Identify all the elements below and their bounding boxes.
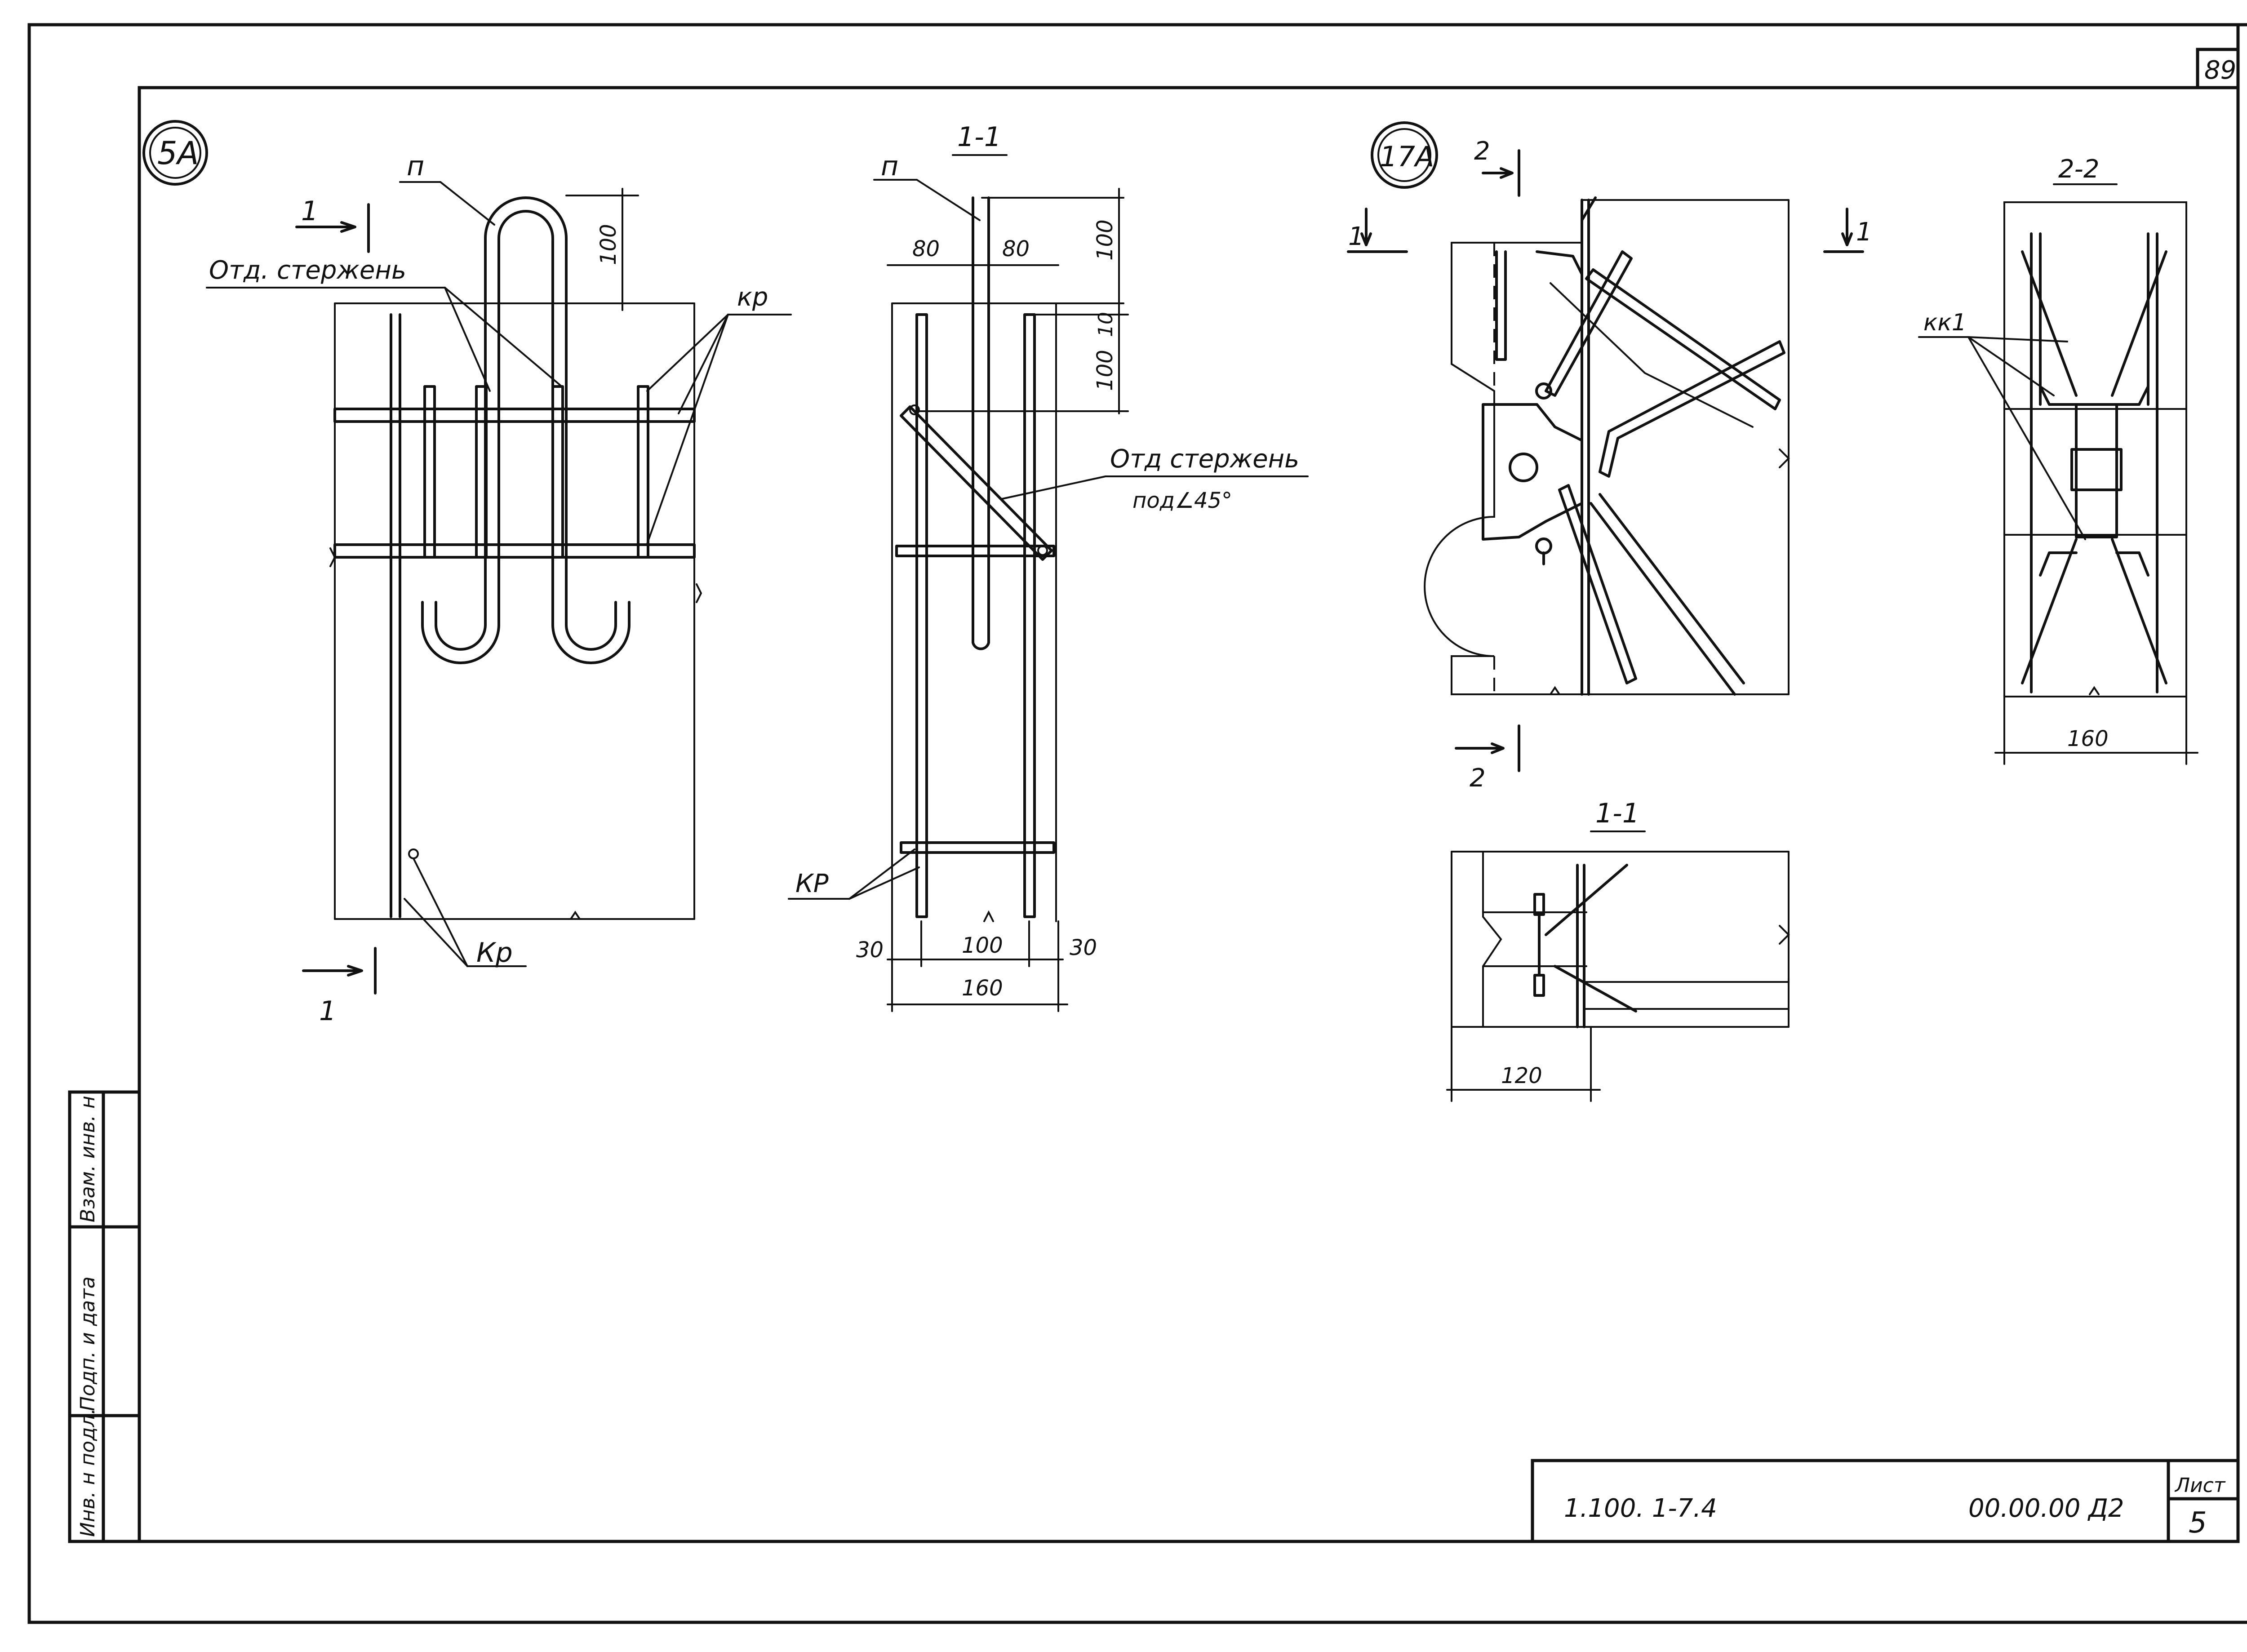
section-1-1-dim-100-top: 100: [1092, 219, 1118, 261]
side-stamp: Инв. н подл. Подп. и дата Взам. инв. н: [68, 1090, 141, 1543]
section-1-1-dim-80-left: 80: [912, 236, 940, 262]
outer-frame: [27, 23, 2247, 1624]
detail-5a-label-kr-bottom: Кр: [476, 937, 513, 968]
section-1-1-b: 1-1 120: [1446, 798, 1790, 1102]
section-2-2: 2-2 кк1 160: [1918, 155, 2198, 765]
detail-5a-dim-100: 100: [596, 224, 621, 265]
section-2-2-label-kk: кк1: [1923, 309, 1967, 336]
detail-17a: 17А 2 2 1 1: [1347, 121, 1872, 793]
side-stamp-cell-1: Инв. н подл.: [76, 1408, 99, 1537]
section-1-1-dim-80-right: 80: [1002, 236, 1030, 262]
sheet-number-top: 89: [2204, 56, 2236, 85]
section-1-1-dim-100-bottom: 100: [962, 933, 1003, 958]
detail-17a-section-1-right: 1: [1856, 218, 1872, 247]
side-stamp-cell-3: Взам. инв. н: [76, 1096, 99, 1222]
detail-5a-marker-label: 5A: [157, 135, 199, 172]
detail-5a-label-p: п: [407, 151, 424, 182]
detail-5a-label-otd: Отд. стержень: [209, 256, 406, 285]
detail-5a-section-1-top: 1: [301, 195, 318, 227]
detail-17a-marker-inner: [1377, 128, 1431, 182]
detail-5a-marker-outer: [142, 120, 208, 186]
section-1-1-label-p: п: [881, 151, 898, 182]
section-1-1-b-dim-120: 120: [1501, 1063, 1542, 1088]
sheet-number-box: [2196, 48, 2240, 89]
title-block-doc-code: 1.100. 1-7.4: [1564, 1494, 1717, 1523]
section-1-1-label-otd: Отд стержень: [1110, 444, 1299, 474]
detail-5a-marker-inner: [149, 127, 201, 179]
detail-5a-label-kr-top: кр: [737, 283, 768, 312]
section-1-1-dim-30-right: 30: [1070, 935, 1097, 960]
section-1-1: 1-1 п 80 80 100 10 100 Отд ст: [788, 121, 1309, 1012]
section-1-1-b-title: 1-1: [1595, 798, 1639, 829]
title-block: 1.100. 1-7.4 00.00.00 Д2 Лист 5: [1531, 1459, 2240, 1543]
detail-17a-marker-label: 17А: [1380, 140, 1434, 173]
detail-17a-section-2-top: 2: [1474, 137, 1490, 166]
title-block-drawing-code: 00.00.00 Д2: [1968, 1494, 2124, 1523]
detail-5a-section-1-bottom: 1: [319, 995, 336, 1027]
section-1-1-dim-160: 160: [962, 976, 1003, 1001]
section-1-1-dim-100-mid: 100: [1092, 350, 1118, 391]
detail-17a-section-2-bottom: 2: [1470, 764, 1486, 793]
section-1-1-label-kr: КР: [795, 869, 829, 898]
side-stamp-cell-2: Подп. и дата: [76, 1276, 99, 1411]
section-1-1-dim-30-left: 30: [856, 937, 884, 963]
section-1-1-label-angle: под∠45°: [1132, 488, 1232, 513]
section-2-2-dim-160: 160: [2067, 726, 2109, 751]
inner-frame: [138, 86, 2240, 1543]
detail-5a: 5A п Отд. стержень кр: [142, 120, 792, 1027]
title-block-sheet-label: Лист: [2174, 1474, 2226, 1497]
section-2-2-title: 2-2: [2058, 155, 2099, 184]
section-1-1-dim-10: 10: [1094, 312, 1117, 337]
section-1-1-title: 1-1: [957, 121, 1001, 153]
title-block-sheet-no: 5: [2189, 1506, 2207, 1540]
detail-17a-marker-outer: [1371, 121, 1438, 189]
